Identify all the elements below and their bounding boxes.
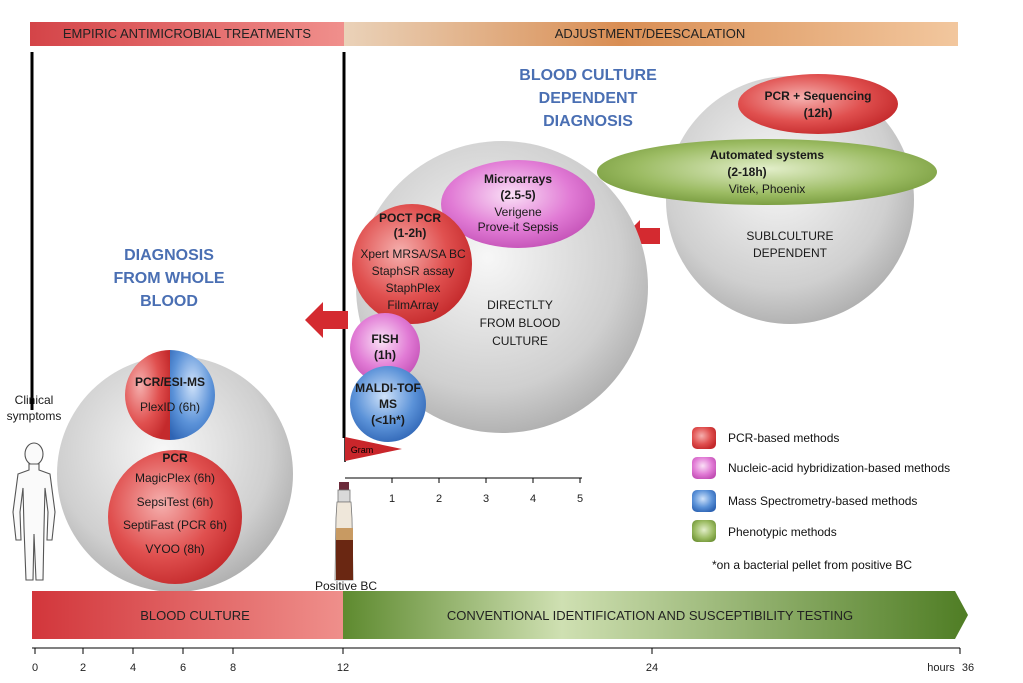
subculture-dependent-group: SUBLCULTURE DEPENDENT PCR + Sequencing (…: [597, 74, 937, 324]
title-whole-blood: DIAGNOSIS FROM WHOLE BLOOD: [113, 247, 224, 310]
microarrays-item: Prove-it Sepsis: [478, 220, 559, 234]
title-bc-dependent-line3: DIAGNOSIS: [543, 113, 633, 130]
pcr-item: VYOO (8h): [145, 542, 204, 556]
main-axis-tick-label: 12: [337, 662, 349, 674]
poct-pcr-item: FilmArray: [387, 298, 438, 312]
pcr-esi-ms-item: PlexID (6h): [140, 400, 200, 414]
microarrays-time: (2.5-5): [500, 188, 535, 202]
main-axis-tick-label: 36: [962, 662, 974, 674]
top-bar-adjustment: [344, 22, 958, 46]
human-figure-icon: [12, 442, 56, 581]
microarrays-title: Microarrays: [484, 172, 552, 186]
bottom-bar-left-label: BLOOD CULTURE: [140, 608, 250, 623]
fish-title: FISH: [371, 332, 398, 346]
legend-item-pcr: PCR-based methods: [692, 427, 839, 449]
pcr-circle: [108, 450, 242, 584]
direct-bc-label-line3: CULTURE: [492, 334, 548, 348]
poct-pcr-title: POCT PCR: [379, 211, 441, 225]
direct-bc-group: DIRECTLTY FROM BLOOD CULTURE Microarrays…: [350, 141, 648, 442]
bottom-bar: BLOOD CULTURE CONVENTIONAL IDENTIFICATIO…: [32, 591, 968, 639]
direct-bc-label-line1: DIRECTLTY: [487, 298, 553, 312]
subculture-label-line2: DEPENDENT: [753, 246, 828, 260]
legend-swatch-mass-spec: [692, 490, 716, 512]
blood-culture-bottle-icon: [334, 482, 354, 581]
fish-circle: [350, 313, 420, 383]
pcr-title: PCR: [162, 451, 188, 465]
small-axis-tick-label: 5: [577, 493, 583, 505]
positive-bc-label: Positive BC: [315, 579, 377, 593]
footnote: *on a bacterial pellet from positive BC: [712, 558, 912, 572]
gram-label: Gram: [351, 445, 374, 455]
pcr-sequencing-title: PCR + Sequencing: [764, 89, 871, 103]
title-bc-dependent-line2: DEPENDENT: [539, 90, 638, 107]
main-axis-tick-label: 2: [80, 662, 86, 674]
maldi-tof-circle: [350, 366, 426, 442]
small-axis-tick-label: 3: [483, 493, 489, 505]
title-bc-dependent-line1: BLOOD CULTURE: [519, 67, 657, 84]
automated-systems-title: Automated systems: [710, 148, 824, 162]
pcr-item: MagicPlex (6h): [135, 471, 215, 485]
gram-flag-icon: Gram: [344, 437, 402, 462]
bottom-bar-conventional: [343, 591, 968, 639]
main-axis-tick-label: 8: [230, 662, 236, 674]
small-axis-tick-label: 1: [389, 493, 395, 505]
title-whole-blood-line3: BLOOD: [140, 293, 198, 310]
maldi-tof-title: MS: [379, 397, 397, 411]
poct-pcr-circle: [352, 204, 472, 324]
pcr-item: SeptiFast (PCR 6h): [123, 518, 227, 532]
poct-pcr-item: StaphPlex: [386, 281, 441, 295]
legend-label-mass-spec: Mass Spectrometry-based methods: [728, 494, 917, 508]
clinical-symptoms-label: Clinical: [15, 393, 54, 407]
subculture-label-line1: SUBLCULTURE: [746, 229, 833, 243]
poct-pcr-item: Xpert MRSA/SA BC: [360, 247, 466, 261]
small-axis-tick-label: 4: [530, 493, 536, 505]
fish-time: (1h): [374, 348, 396, 362]
maldi-tof-time: (<1h*): [371, 413, 405, 427]
legend-swatch-hybridization: [692, 457, 716, 479]
top-bar: EMPIRIC ANTIMICROBIAL TREATMENTS ADJUSTM…: [30, 22, 958, 46]
top-bar-left-label: EMPIRIC ANTIMICROBIAL TREATMENTS: [63, 26, 312, 41]
pcr-esi-ms-title: PCR/ESI-MS: [135, 375, 205, 389]
legend-item-mass-spec: Mass Spectrometry-based methods: [692, 490, 917, 512]
automated-systems-time: (2-18h): [727, 165, 766, 179]
pcr-item: SepsiTest (6h): [137, 495, 214, 509]
legend-swatch-phenotypic: [692, 520, 716, 542]
small-axis-tick-label: 2: [436, 493, 442, 505]
whole-blood-group: PCR/ESI-MS PlexID (6h) PCR MagicPlex (6h…: [57, 350, 293, 592]
legend: PCR-based methods Nucleic-acid hybridiza…: [692, 427, 950, 572]
poct-pcr-time: (1-2h): [394, 226, 427, 240]
small-axis: 1 2 3 4 5: [345, 477, 583, 505]
poct-pcr-item: StaphSR assay: [372, 264, 455, 278]
legend-label-hybridization: Nucleic-acid hybridization-based methods: [728, 461, 950, 475]
bottom-bar-blood-culture: [32, 591, 343, 639]
main-axis-tick-label: 6: [180, 662, 186, 674]
main-axis-tick-label: 24: [646, 662, 658, 674]
direct-bc-label-line2: FROM BLOOD: [480, 316, 561, 330]
title-bc-dependent: BLOOD CULTURE DEPENDENT DIAGNOSIS: [519, 67, 657, 130]
main-axis-tick-label: 0: [32, 662, 38, 674]
pcr-sequencing-time: (12h): [804, 106, 833, 120]
bottom-bar-right-label: CONVENTIONAL IDENTIFICATION AND SUSCEPTI…: [447, 608, 853, 623]
arrow-left-direct: [305, 302, 348, 338]
title-whole-blood-line2: FROM WHOLE: [113, 270, 224, 287]
automated-systems-item: Vitek, Phoenix: [729, 182, 806, 196]
maldi-tof-title: MALDI-TOF: [355, 381, 421, 395]
legend-item-hybridization: Nucleic-acid hybridization-based methods: [692, 457, 950, 479]
clinical-symptoms-label: symptoms: [7, 409, 62, 423]
automated-systems-ellipse: [597, 139, 937, 205]
legend-item-phenotypic: Phenotypic methods: [692, 520, 837, 542]
microarrays-item: Verigene: [494, 205, 542, 219]
main-axis-tick-label: 4: [130, 662, 136, 674]
legend-swatch-pcr: [692, 427, 716, 449]
legend-label-phenotypic: Phenotypic methods: [728, 525, 837, 539]
pcr-sequencing-ellipse: [738, 74, 898, 134]
legend-label-pcr: PCR-based methods: [728, 431, 839, 445]
microarrays-ellipse: [441, 160, 595, 248]
top-bar-empiric: [30, 22, 344, 46]
main-axis-unit-label: hours: [927, 662, 955, 674]
main-axis: 0 2 4 6 8 12 24 hours 36: [32, 647, 974, 674]
title-whole-blood-line1: DIAGNOSIS: [124, 247, 214, 264]
top-bar-right-label: ADJUSTMENT/DEESCALATION: [555, 26, 745, 41]
